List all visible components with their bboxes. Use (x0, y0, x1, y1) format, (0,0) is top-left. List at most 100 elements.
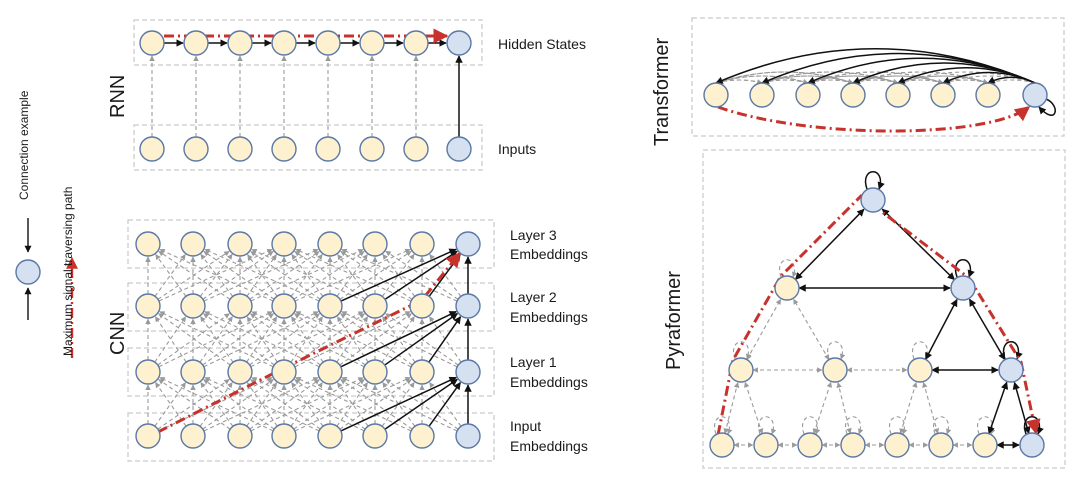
pyraformer-highlight-connection (987, 381, 1009, 435)
transformer-node (975, 82, 1001, 108)
transformer-attention-connection (715, 75, 809, 85)
cnn-layer3-label-line2: Embeddings (510, 246, 588, 262)
cnn-conv-connection (290, 253, 323, 297)
cnn-highlight-connection (428, 381, 462, 427)
rnn-hidden-node (403, 30, 429, 56)
rnn-input-node (227, 136, 253, 162)
cnn-conv-connection (428, 316, 462, 363)
pyraformer-parent-connection (744, 381, 764, 435)
pyraformer-level0-node (709, 432, 735, 458)
cnn-node (135, 359, 161, 385)
cnn-highlight-connection (340, 310, 457, 368)
cnn-node (409, 293, 435, 319)
cnn-node (362, 359, 388, 385)
cnn-conv-connection (339, 313, 412, 366)
cnn-conv-connection (200, 253, 234, 297)
cnn-conv-connection (291, 382, 324, 427)
rnn-inputs-label: Inputs (498, 141, 536, 157)
panel-boxes (127, 17, 1066, 469)
transformer-attention-connection (715, 71, 854, 85)
cnn-input-label-line1: Input (510, 418, 541, 434)
cnn-node (180, 293, 206, 319)
cnn-conv-connection (154, 254, 186, 297)
cnn-node (455, 231, 481, 257)
pyraformer-self-loop (933, 416, 952, 435)
pyraformer-level0-node (840, 432, 866, 458)
cnn-input-label-line2: Embeddings (510, 438, 588, 454)
cnn-conv-connection (336, 254, 368, 297)
pyraformer-parent-connection (836, 382, 852, 434)
rnn-hidden-node (315, 30, 341, 56)
cnn-node (271, 293, 297, 319)
cnn-conv-connection (382, 382, 416, 427)
cnn-node (317, 423, 343, 449)
cnn-conv-connection (293, 250, 365, 300)
cnn-conv-connection (429, 382, 462, 427)
rnn-input-node (403, 136, 429, 162)
rnn-hidden-node (139, 30, 165, 56)
cnn-conv-connection (381, 382, 415, 427)
cnn-node (180, 423, 206, 449)
rnn-hidden-label: Hidden States (498, 36, 586, 52)
cnn-node (455, 423, 481, 449)
pyraformer-level0-node (884, 432, 910, 458)
pyraformer-self-loop (912, 341, 931, 360)
cnn-conv-connection (246, 382, 278, 427)
transformer-highlight-connection (987, 76, 1036, 84)
cnn-conv-connection (291, 253, 324, 297)
legend: Connection example Maximum signal traver… (17, 90, 75, 356)
cnn-node (409, 359, 435, 385)
legend-node (15, 259, 41, 285)
pyraformer-self-loop-highlight (864, 171, 885, 190)
cnn-node (227, 423, 253, 449)
gray-connections (145, 55, 1036, 448)
cnn-conv-connection (337, 254, 369, 297)
pyraformer-box (702, 149, 1066, 469)
cnn-node (227, 359, 253, 385)
cnn-signal-path (157, 251, 462, 434)
pyraformer-level0-node (753, 432, 779, 458)
cnn-node (135, 423, 161, 449)
cnn-highlight-connection (340, 376, 457, 432)
cnn-conv-connection (382, 253, 416, 297)
rnn-input-node (315, 136, 341, 162)
cnn-conv-connection (200, 382, 234, 427)
transformer-attention-connection (942, 75, 1036, 85)
cnn-conv-connection (294, 311, 411, 368)
cnn-node (362, 231, 388, 257)
pyraformer-self-loop (758, 416, 777, 435)
cnn-conv-connection (247, 254, 278, 297)
cnn-conv-connection (202, 379, 274, 430)
rnn-input-node (359, 136, 385, 162)
cnn-node (317, 359, 343, 385)
cnn-conv-connection (246, 382, 278, 427)
cnn-title: CNN (107, 312, 129, 355)
rnn-hidden-node (359, 30, 385, 56)
cnn-node (180, 231, 206, 257)
transformer-node (749, 82, 775, 108)
transformer-node (930, 82, 956, 108)
cnn-highlight-connection (340, 248, 457, 302)
transformer-title: Transformer (651, 37, 673, 146)
pyraformer-highlight-connection (968, 298, 1006, 361)
pyraformer-level1-node (998, 357, 1024, 383)
rnn-input-node (139, 136, 165, 162)
nodes (15, 30, 1048, 458)
transformer-signal-path (717, 105, 1031, 133)
cnn-highlight-connection (384, 378, 458, 430)
pyraformer-self-loop (779, 259, 798, 278)
pyraformer-level0-node (797, 432, 823, 458)
cnn-conv-connection (246, 254, 277, 297)
cnn-conv-connection (157, 250, 230, 300)
cnn-layer2-label-line1: Layer 2 (510, 289, 557, 305)
rnn-hidden-node (446, 30, 472, 56)
legend-connection-label: Connection example (17, 90, 31, 200)
cnn-conv-connection (339, 250, 412, 300)
pyraformer-self-loop-highlight (1002, 341, 1023, 360)
rnn-hidden-node (271, 30, 297, 56)
rnn-input-node (183, 136, 209, 162)
cnn-node (362, 293, 388, 319)
pyraformer-level1-node (728, 357, 754, 383)
cnn-conv-connection (290, 316, 324, 363)
pyraformer-self-loop (889, 416, 908, 435)
